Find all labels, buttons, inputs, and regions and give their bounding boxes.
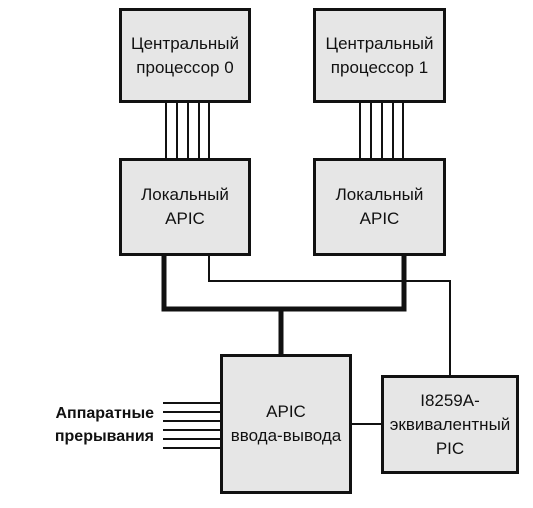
cpu1-box: Центральный процессор 1 — [313, 8, 446, 103]
interrupt-lines — [163, 402, 221, 449]
cpu0-line1: Центральный — [131, 33, 239, 53]
local-apic1-line1: Локальный — [335, 185, 424, 204]
pic-line3: PIC — [435, 438, 465, 458]
hardware-interrupts-line1: Аппаратные — [55, 405, 154, 422]
cpu0-bus — [165, 101, 210, 160]
local-apic0-line1: Локальный — [141, 185, 229, 204]
cpu0-line2: процессор 0 — [136, 57, 234, 77]
hardware-interrupts-line2: прерывания — [54, 428, 154, 445]
cpu1-line2: процессор 1 — [330, 57, 429, 77]
cpu0-box: Центральный процессор 0 — [119, 8, 251, 103]
io-apic-line2: ввода-вывода — [230, 426, 342, 445]
io-apic-line1: APIC — [266, 402, 306, 421]
pic-line1: I8259A- — [420, 390, 480, 410]
pic-link — [208, 255, 451, 377]
local-apic1-box: Локальный APIC — [313, 158, 446, 256]
cpu1-bus — [359, 101, 404, 160]
apic-bus — [161, 252, 407, 359]
local-apic0-line2: APIC — [165, 209, 205, 228]
hardware-interrupts-label: Аппаратные прерывания — [20, 402, 154, 448]
local-apic0-box: Локальный APIC — [119, 158, 251, 256]
local-apic1-line2: APIC — [359, 209, 400, 228]
cpu1-line1: Центральный — [325, 33, 434, 53]
pic-line2: эквивалентный — [389, 414, 511, 434]
pic-box: I8259A- эквивалентный PIC — [381, 375, 519, 474]
io-apic-box: APIC ввода-вывода — [220, 354, 352, 494]
